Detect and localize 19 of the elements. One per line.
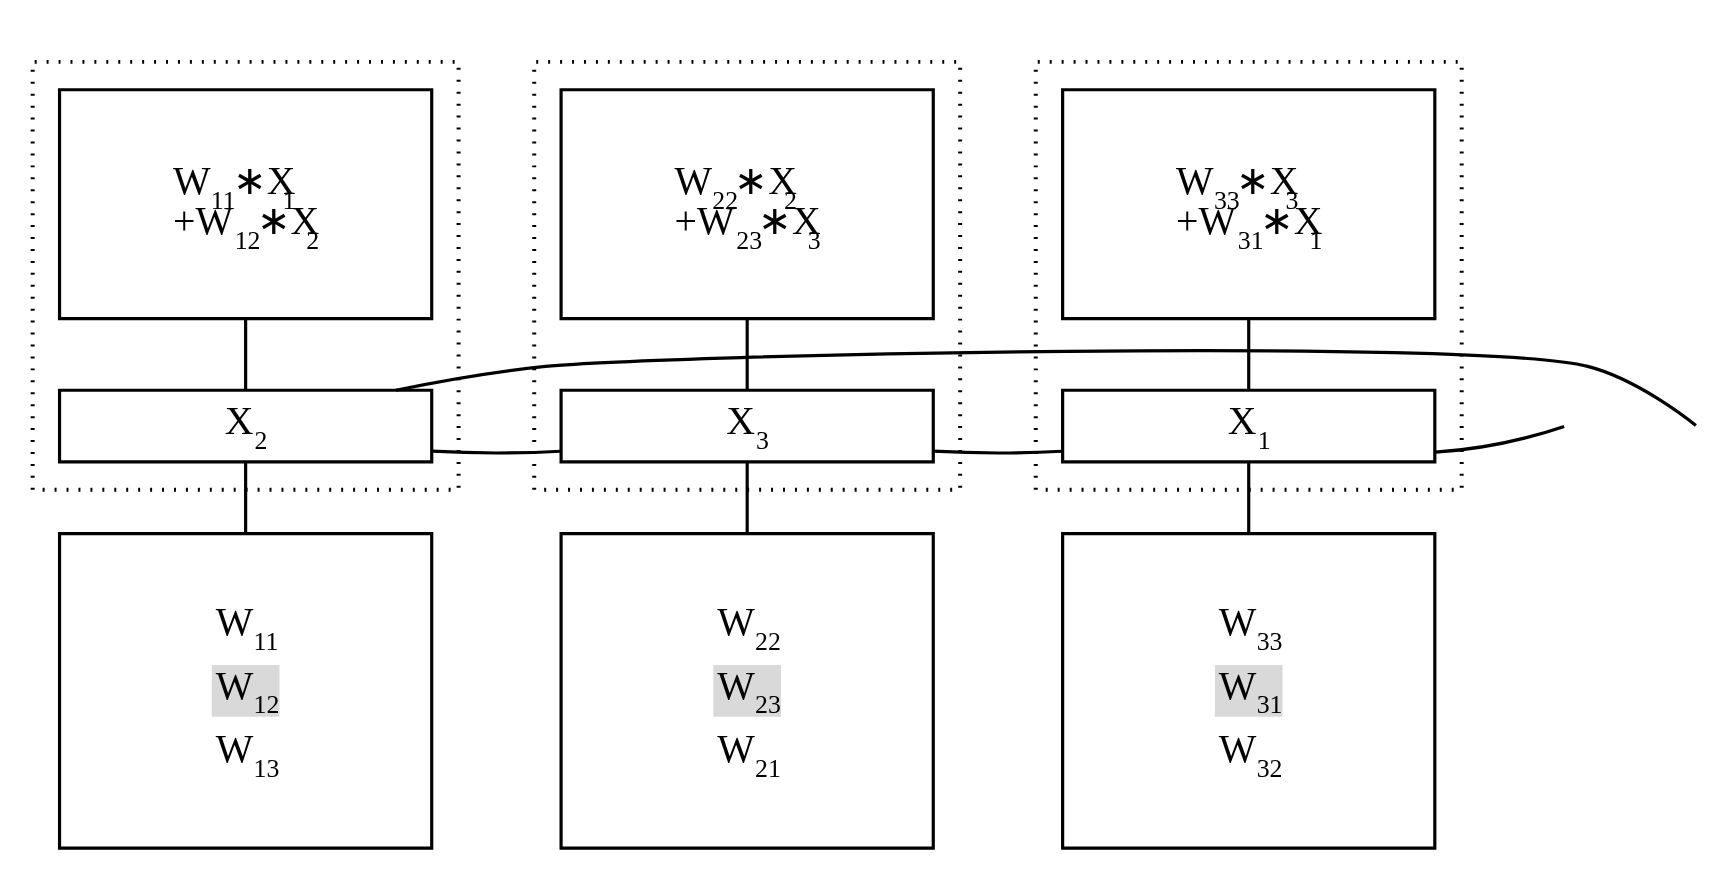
connector bbox=[933, 449, 1063, 455]
connector bbox=[745, 462, 749, 534]
node-box: W$_{33}$ W$_{31}$ W$_{32}$ bbox=[1061, 532, 1437, 850]
connector bbox=[1435, 424, 1565, 454]
cluster bbox=[1033, 59, 1464, 492]
connector bbox=[244, 318, 248, 390]
connector bbox=[431, 449, 561, 455]
connector bbox=[395, 349, 1697, 427]
connector bbox=[1247, 318, 1251, 390]
node-box: W$_{11}$ W$_{12}$ W$_{13}$ bbox=[57, 532, 434, 850]
connector bbox=[745, 318, 749, 390]
connector bbox=[1247, 462, 1251, 534]
node-box: X$_{2}$ bbox=[57, 388, 434, 464]
cluster bbox=[30, 59, 461, 492]
cluster bbox=[532, 59, 963, 492]
node-box: W$_{22}$ W$_{23}$ W$_{21}$ bbox=[559, 532, 935, 850]
node-box: X$_{1}$ bbox=[1061, 388, 1437, 464]
node-box: X$_{3}$ bbox=[559, 388, 935, 464]
connector bbox=[244, 462, 248, 534]
